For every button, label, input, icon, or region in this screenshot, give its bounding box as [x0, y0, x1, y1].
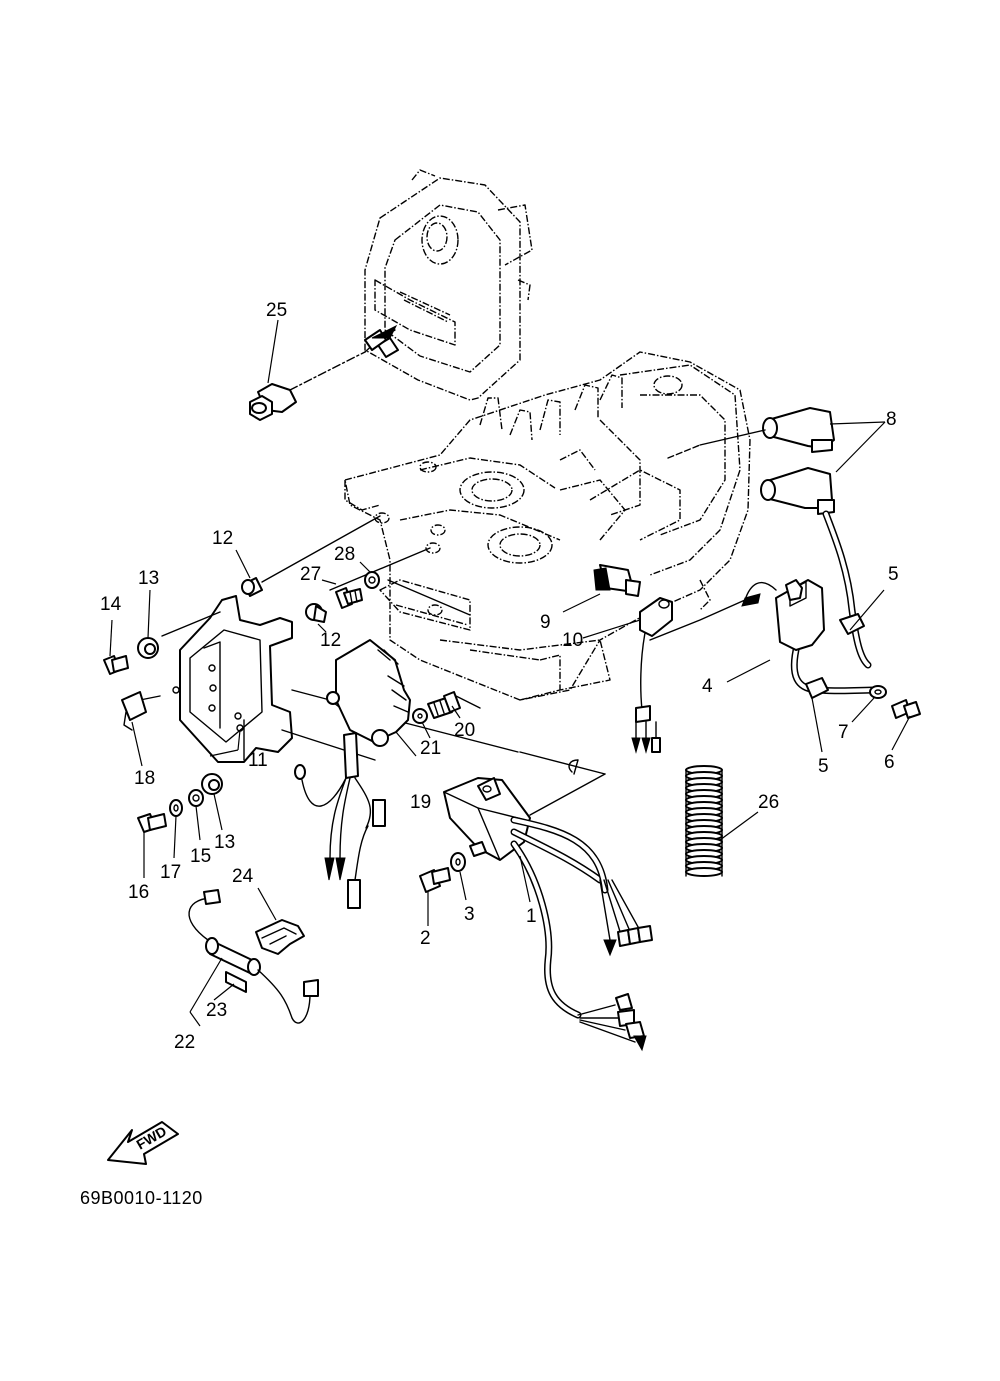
small-hardware [103, 549, 461, 878]
callout-8: 8 [886, 409, 897, 430]
part-11-bracket [172, 595, 373, 763]
callout-2: 2 [420, 928, 431, 949]
part-1-cdi-unit [419, 759, 653, 1052]
fwd-arrow: FWD [107, 1121, 179, 1165]
callout-5b: 5 [818, 756, 829, 777]
callout-3: 3 [464, 904, 475, 925]
diagram-code: 69B0010-1120 [80, 1188, 203, 1208]
ghost-engine-block [344, 351, 751, 701]
part-9-sensor [562, 564, 641, 613]
spring-coil [685, 867, 723, 877]
callout-27: 27 [300, 564, 321, 585]
callout-15: 15 [190, 846, 211, 867]
part-25-sensor [249, 319, 399, 421]
part-10-cap [582, 597, 673, 754]
callout-11: 11 [248, 750, 268, 771]
part-26-spring [685, 765, 723, 877]
callout-26: 26 [758, 792, 779, 813]
part-8-plug-caps [667, 407, 886, 515]
callout-labels: 1 2 3 4 5 5 6 7 8 9 10 11 12 12 13 13 14… [100, 300, 899, 1053]
callout-9: 9 [540, 612, 551, 633]
callout-10: 10 [562, 630, 583, 651]
callout-13b: 13 [214, 832, 235, 853]
callout-7: 7 [838, 722, 849, 743]
part-4-ignition-coil [649, 510, 921, 753]
callout-20: 20 [454, 720, 475, 741]
callout-14: 14 [100, 594, 122, 615]
callout-17: 17 [160, 862, 181, 883]
callout-21: 21 [420, 738, 441, 759]
ghost-top-cover [364, 169, 533, 401]
part-19-rectifier [294, 639, 417, 909]
callout-19: 19 [410, 792, 431, 813]
callout-22: 22 [174, 1032, 195, 1053]
assembly-lines [139, 515, 606, 816]
callout-5a: 5 [888, 564, 899, 585]
callout-24: 24 [232, 866, 254, 887]
callout-23: 23 [206, 1000, 227, 1021]
callout-28: 28 [334, 544, 355, 565]
callout-1: 1 [526, 906, 537, 927]
callout-12a: 12 [212, 528, 233, 549]
callout-12b: 12 [320, 630, 341, 651]
part-22-switch [188, 889, 319, 1027]
callout-25: 25 [266, 300, 287, 321]
callout-18: 18 [134, 768, 155, 789]
callout-13a: 13 [138, 568, 159, 589]
part-24-clip [255, 887, 305, 955]
callout-4: 4 [702, 676, 713, 697]
callout-6: 6 [884, 752, 895, 773]
callout-16: 16 [128, 882, 149, 903]
